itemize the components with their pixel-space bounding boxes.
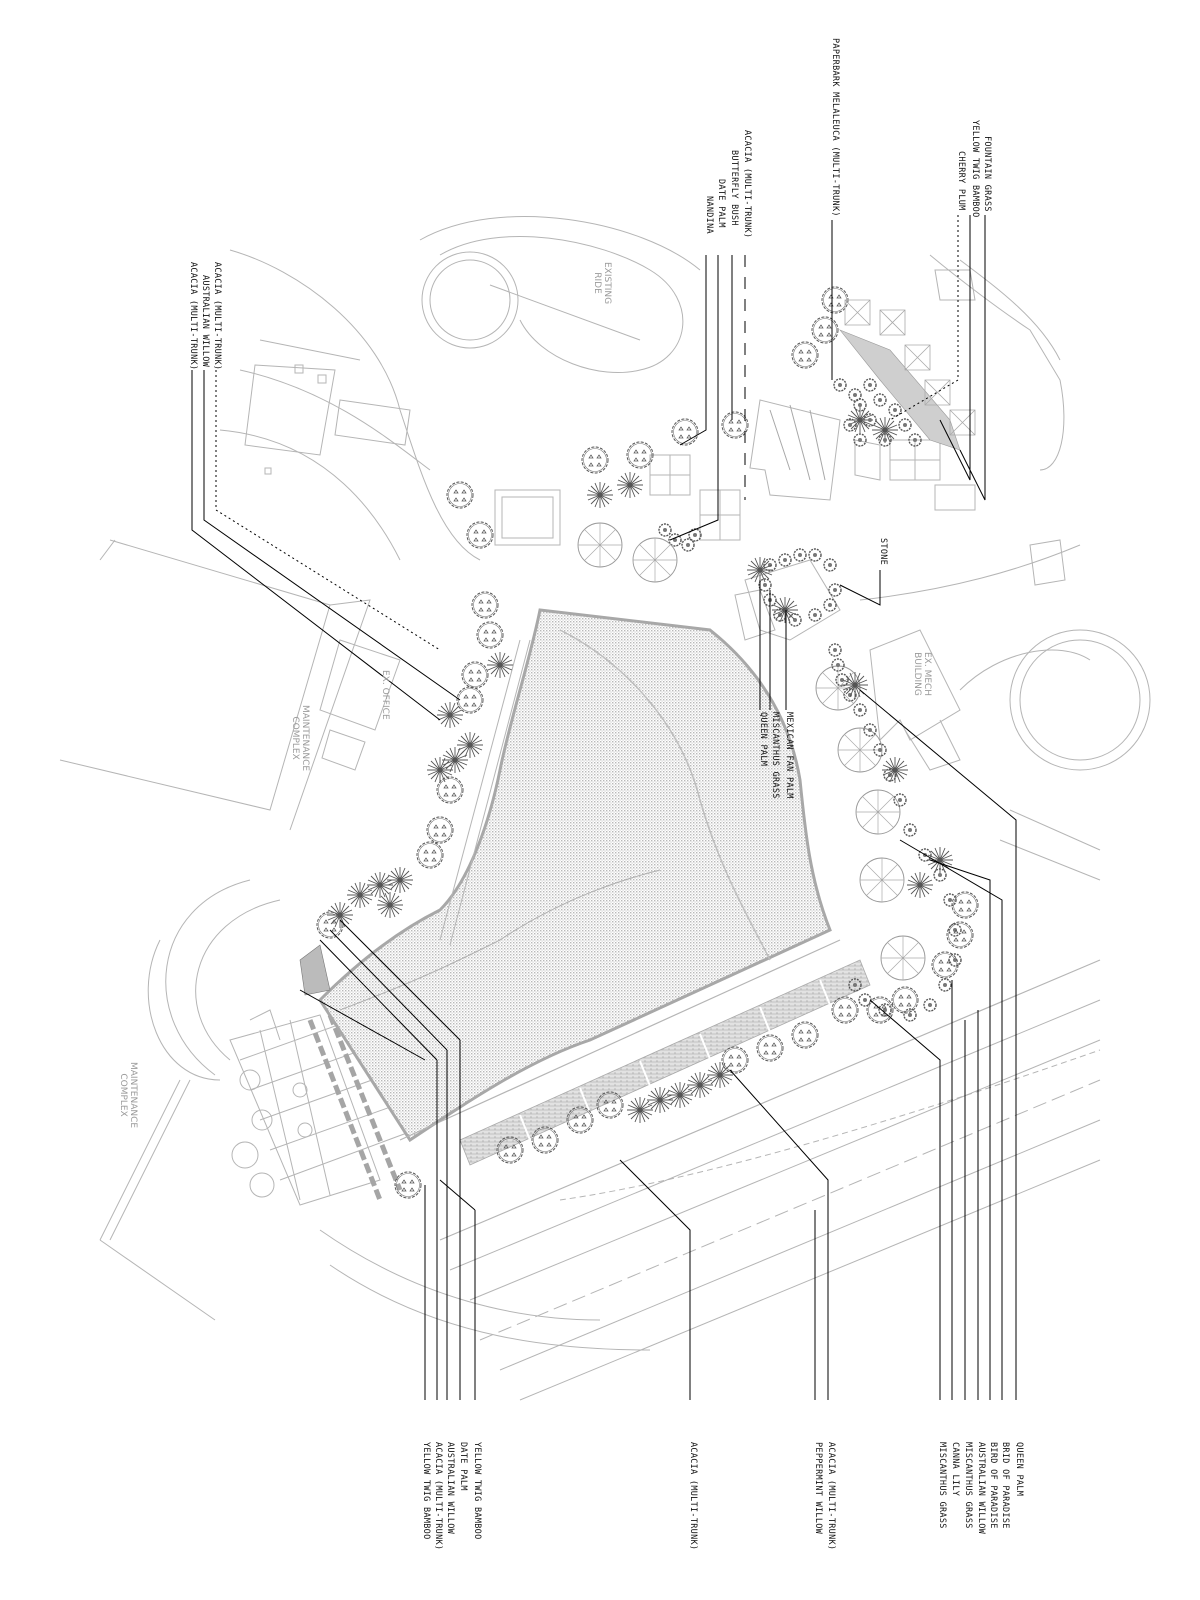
callout-acacia-multi-trunk-tc: ACACIA (MULTI-TRUNK) xyxy=(742,130,752,239)
callout-miscanthus-grass-island: MISCANTHUS GRASS xyxy=(770,712,780,799)
callout-canna-lily: CANNA LILY xyxy=(950,1442,960,1497)
maintenance-line1: MAINTENANCE xyxy=(300,705,310,772)
callout-australian-willow-bl: AUSTRALIAN WILLOW xyxy=(445,1442,455,1535)
ex-office-text: EX. OFFICE xyxy=(380,670,390,720)
callout-acacia-multi-trunk-tl1: ACACIA (MULTI-TRUNK) xyxy=(212,262,222,371)
existing-site-linework xyxy=(59,216,1151,1401)
callout-queen-palm-island: QUEEN PALM xyxy=(758,712,768,767)
callout-acacia-multi-trunk-bcr: ACACIA (MULTI-TRUNK) xyxy=(826,1442,836,1551)
ex-office-label: EX. OFFICE xyxy=(380,670,390,720)
existing-ride-line1: EXISTING xyxy=(602,262,612,305)
callout-brid-of-paradise: BRID OF PARADISE xyxy=(1000,1442,1010,1529)
lawn-area xyxy=(318,608,832,1143)
maintenance-complex-lower-label: MAINTENANCE COMPLEX xyxy=(118,1062,138,1128)
maintenance-lower-line2: COMPLEX xyxy=(118,1073,128,1117)
callout-peppermint-willow: PEPPERMINT WILLOW xyxy=(813,1442,823,1535)
callout-stone: STONE xyxy=(878,538,888,566)
callout-acacia-multi-trunk-tl2: ACACIA (MULTI-TRUNK) xyxy=(188,262,198,371)
existing-ride-label: EXISTING RIDE xyxy=(592,262,612,304)
maintenance-line2: COMPLEX xyxy=(290,716,300,760)
callout-nandina: NANDINA xyxy=(704,196,714,234)
callout-acacia-multi-trunk-bl: ACACIA (MULTI-TRUNK) xyxy=(433,1442,443,1551)
callout-date-palm-tc: DATE PALM xyxy=(716,179,726,228)
ex-mech-line1: EX. MECH xyxy=(922,652,932,697)
callout-butterfly-bush: BUTTERFLY BUSH xyxy=(729,150,739,226)
plant-symbols xyxy=(299,286,979,1199)
callout-yellow-twig-bamboo-bl2: YELLOW TWIG BAMBOO xyxy=(421,1442,431,1540)
leader-lines xyxy=(191,215,1017,1400)
lawn-path xyxy=(559,629,771,961)
callout-yellow-twig-bamboo-bl1: YELLOW TWIG BAMBOO xyxy=(472,1442,482,1540)
ex-mech-building-label: EX. MECH BUILDING xyxy=(912,652,932,696)
callout-date-palm-bl: DATE PALM xyxy=(458,1442,468,1491)
callout-queen-palm-br: QUEEN PALM xyxy=(1014,1442,1024,1497)
callout-australian-willow-br: AUSTRALIAN WILLOW xyxy=(976,1442,986,1535)
callout-australian-willow-tl: AUSTRALIAN WILLOW xyxy=(200,275,210,368)
lawn-edge xyxy=(439,639,521,941)
callout-acacia-multi-trunk-bc: ACACIA (MULTI-TRUNK) xyxy=(688,1442,698,1551)
callout-paperbark-melaleuca: PAPERBARK MELALEUCA (MULTI-TRUNK) xyxy=(830,38,840,217)
callout-miscanthus-grass-br1: MISCANTHUS GRASS xyxy=(963,1442,973,1529)
callout-cherry-plum: CHERRY PLUM xyxy=(956,151,966,211)
maintenance-lower-line1: MAINTENANCE xyxy=(128,1062,138,1129)
existing-ride-line2: RIDE xyxy=(592,272,602,294)
callout-bird-of-paradise: BIRD OF PARADISE xyxy=(988,1442,998,1529)
maintenance-complex-upper-label: MAINTENANCE COMPLEX xyxy=(290,705,310,771)
paver-strip xyxy=(459,959,871,1166)
callout-miscanthus-grass-br2: MISCANTHUS GRASS xyxy=(937,1442,947,1529)
callout-fountain-grass: FOUNTAIN GRASS xyxy=(982,136,992,212)
callout-yellow-twig-bamboo-tr: YELLOW TWIG BAMBOO xyxy=(970,120,980,218)
callout-mexican-fan-palm: MEXICAN FAN PALM xyxy=(784,712,794,799)
ex-mech-line2: BUILDING xyxy=(912,652,922,696)
